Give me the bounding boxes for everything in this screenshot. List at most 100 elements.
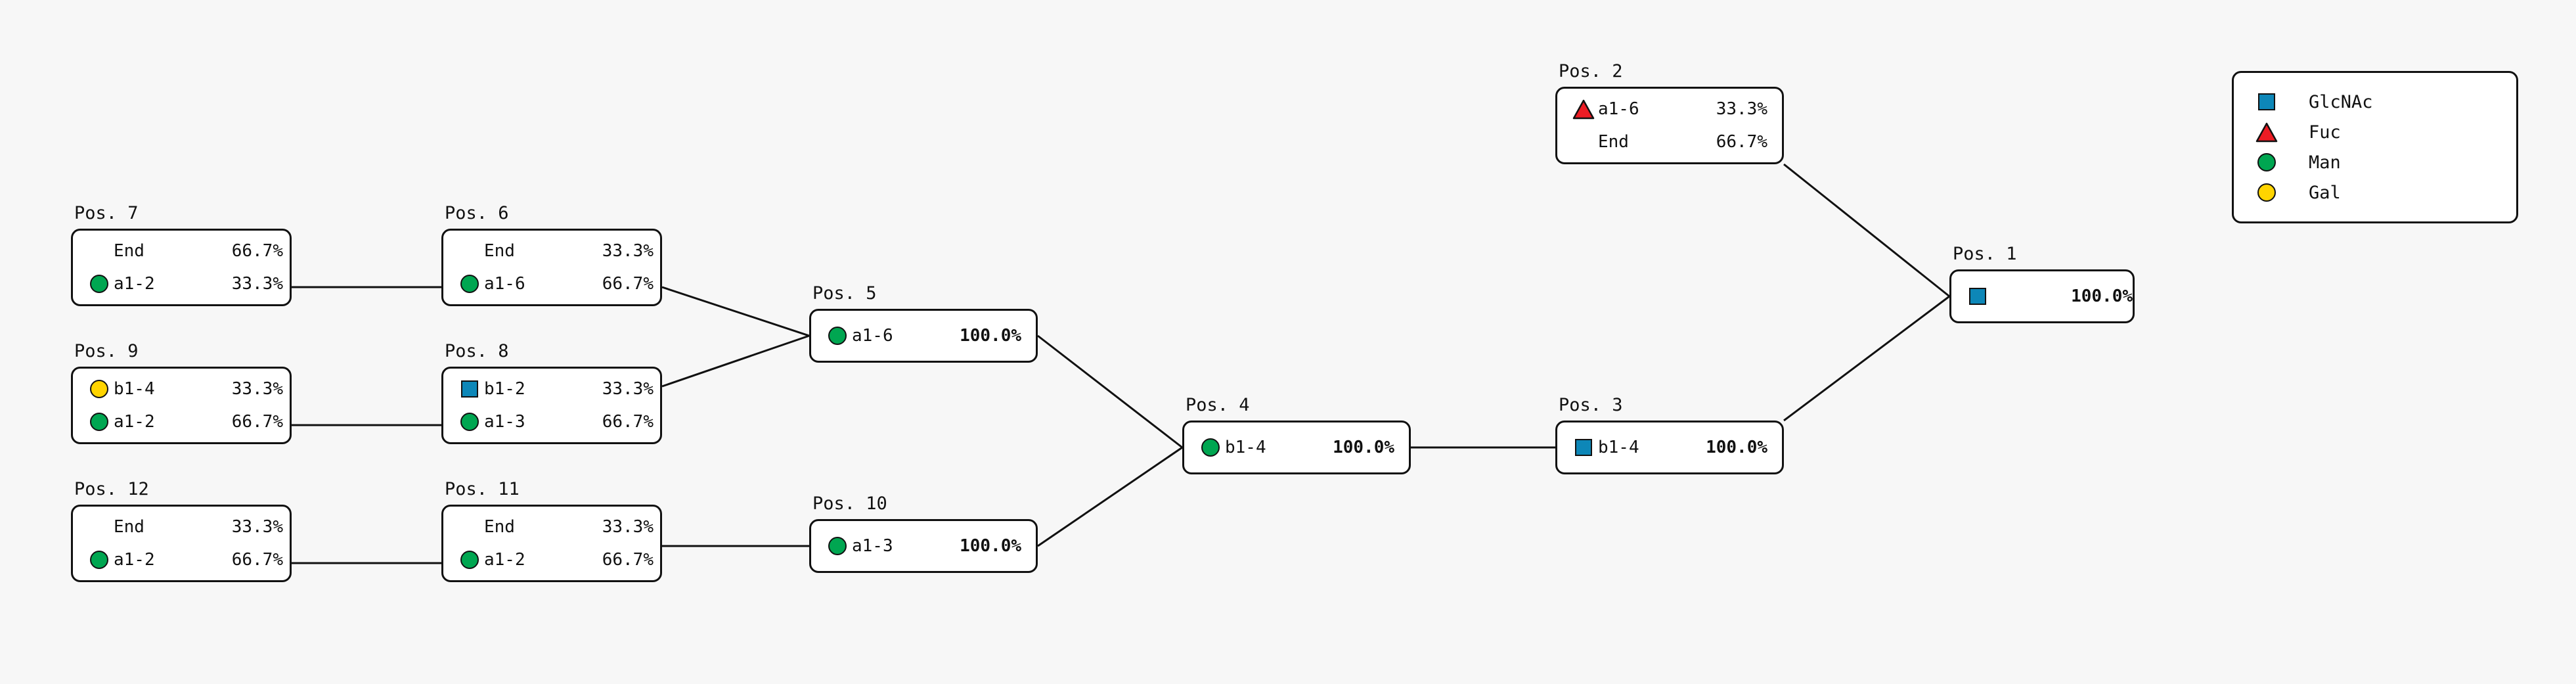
residue-symbol-triangle bbox=[1569, 95, 1598, 124]
residue-symbol-circle bbox=[455, 545, 484, 574]
linkage-label: b1-4 bbox=[1225, 438, 1266, 457]
node-row: End 66.7% bbox=[1557, 125, 1782, 158]
circle-icon bbox=[90, 380, 108, 398]
circle-icon bbox=[460, 551, 479, 569]
legend-item-label: Fuc bbox=[2309, 122, 2341, 143]
node-position-label: Pos. 9 bbox=[74, 341, 139, 361]
square-icon bbox=[461, 380, 478, 398]
residue-symbol-circle bbox=[823, 321, 852, 350]
circle-icon bbox=[90, 551, 108, 569]
node-position-label: Pos. 11 bbox=[445, 479, 520, 499]
node-position-label: Pos. 7 bbox=[74, 203, 139, 223]
percentage-value: 33.3% bbox=[231, 517, 283, 537]
circle-icon bbox=[2257, 183, 2276, 202]
linkage-label: End bbox=[1598, 132, 1629, 152]
linkage-label: b1-4 bbox=[114, 379, 155, 399]
circle-icon bbox=[828, 327, 847, 345]
residue-symbol-circle bbox=[85, 375, 114, 403]
linkage-label: a1-2 bbox=[114, 412, 155, 432]
residue-symbol-circle bbox=[455, 269, 484, 298]
circle-icon bbox=[460, 413, 479, 431]
linkage-label: a1-6 bbox=[484, 274, 525, 294]
node-pos2[interactable]: Pos. 2 a1-6 33.3% End 66.7% bbox=[1555, 61, 1784, 164]
node-row: a1-3 100.0% bbox=[811, 530, 1036, 562]
node-pos9[interactable]: Pos. 9 b1-4 33.3% a1-2 66.7% bbox=[71, 341, 292, 444]
linkage-label: a1-3 bbox=[852, 536, 893, 556]
node-row: a1-2 66.7% bbox=[73, 405, 290, 438]
residue-symbol-triangle bbox=[2252, 118, 2281, 147]
legend-item-glcnac[interactable]: GlcNAc bbox=[2234, 87, 2516, 117]
triangle-icon bbox=[2255, 122, 2278, 142]
edge-pos2-to-pos1 bbox=[1783, 163, 1950, 298]
edge-pos5-to-pos4 bbox=[1037, 334, 1183, 449]
linkage-label: a1-6 bbox=[852, 326, 893, 346]
node-row: b1-4 33.3% bbox=[73, 373, 290, 405]
node-position-label: Pos. 12 bbox=[74, 479, 149, 499]
percentage-value: 100.0% bbox=[2071, 286, 2133, 306]
residue-symbol-none bbox=[85, 513, 114, 541]
residue-symbol-circle bbox=[85, 269, 114, 298]
circle-icon bbox=[2257, 153, 2276, 171]
legend-item-man[interactable]: Man bbox=[2234, 147, 2516, 177]
node-pos1[interactable]: Pos. 1 100.0% bbox=[1949, 244, 2135, 323]
node-position-label: Pos. 2 bbox=[1559, 61, 1623, 81]
linkage-label: a1-2 bbox=[484, 550, 525, 570]
legend-item-fuc[interactable]: Fuc bbox=[2234, 117, 2516, 147]
residue-symbol-circle bbox=[2252, 148, 2281, 177]
node-position-label: Pos. 1 bbox=[1953, 244, 2017, 264]
node-position-label: Pos. 8 bbox=[445, 341, 509, 361]
residue-symbol-circle bbox=[85, 407, 114, 436]
node-position-label: Pos. 10 bbox=[812, 493, 887, 514]
circle-icon bbox=[828, 537, 847, 555]
percentage-value: 66.7% bbox=[231, 550, 283, 570]
circle-icon bbox=[90, 275, 108, 293]
square-icon bbox=[1575, 439, 1592, 456]
percentage-value: 66.7% bbox=[231, 241, 283, 261]
edge-pos3-to-pos1 bbox=[1783, 295, 1950, 422]
percentage-value: 66.7% bbox=[602, 412, 654, 432]
residue-symbol-square bbox=[1569, 433, 1598, 462]
percentage-value: 100.0% bbox=[1706, 438, 1767, 457]
node-row: a1-6 33.3% bbox=[1557, 93, 1782, 125]
percentage-value: 33.3% bbox=[231, 379, 283, 399]
square-icon bbox=[2258, 93, 2275, 110]
edge-pos6-to-pos5 bbox=[661, 286, 810, 337]
node-position-label: Pos. 6 bbox=[445, 203, 509, 223]
square-icon bbox=[1969, 288, 1986, 305]
node-position-label: Pos. 5 bbox=[812, 283, 877, 304]
legend-item-gal[interactable]: Gal bbox=[2234, 177, 2516, 208]
percentage-value: 33.3% bbox=[602, 241, 654, 261]
residue-symbol-square bbox=[1963, 282, 1992, 311]
node-pos10[interactable]: Pos. 10 a1-3 100.0% bbox=[809, 493, 1038, 573]
legend-item-label: Man bbox=[2309, 152, 2341, 173]
linkage-label: b1-2 bbox=[484, 379, 525, 399]
edge-pos8-to-pos5 bbox=[661, 334, 810, 388]
linkage-label: a1-2 bbox=[114, 274, 155, 294]
linkage-label: a1-6 bbox=[1598, 99, 1639, 119]
percentage-value: 66.7% bbox=[1716, 132, 1767, 152]
percentage-value: 33.3% bbox=[1716, 99, 1767, 119]
triangle-icon bbox=[1572, 99, 1595, 119]
circle-icon bbox=[1201, 438, 1220, 457]
percentage-value: 100.0% bbox=[960, 536, 1021, 556]
legend-item-label: GlcNAc bbox=[2309, 91, 2373, 112]
residue-symbol-square bbox=[455, 375, 484, 403]
percentage-value: 66.7% bbox=[231, 412, 283, 432]
